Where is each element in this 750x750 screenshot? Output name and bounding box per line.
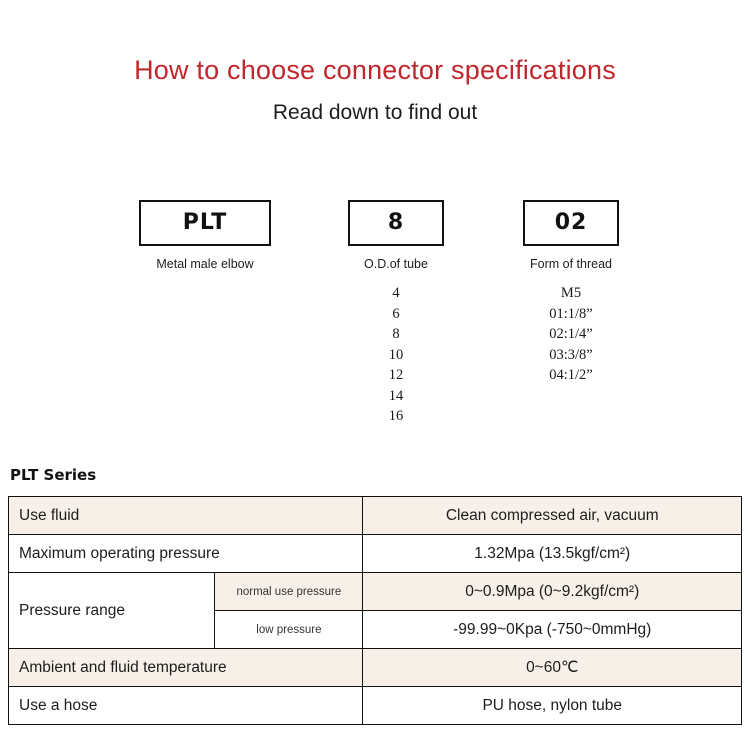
code-value-item: 10 <box>388 346 404 363</box>
code-values-thread-form: M5 01:1/8” 02:1/4” 03:3/8” 04:1/2” <box>523 283 619 386</box>
code-values-tube-od: 4 6 8 10 12 14 16 <box>348 283 444 427</box>
series-heading: PLT Series <box>10 466 97 484</box>
code-box-tube-od: 8 <box>348 200 444 246</box>
spec-label-ambient-fluid-temperature: Ambient and fluid temperature <box>7 648 364 687</box>
code-box-series: PLT <box>139 200 271 246</box>
code-column-thread-form: 02 Form of thread M5 01:1/8” 02:1/4” 03:… <box>523 200 619 386</box>
table-row: Pressure range normal use pressure 0~0.9… <box>7 572 742 649</box>
code-value-item: 14 <box>388 387 404 404</box>
page-title: How to choose connector specifications <box>134 55 616 85</box>
code-value-item: 03:3/8” <box>549 346 593 363</box>
code-caption-thread-form: Form of thread <box>530 257 612 271</box>
code-value-item: 01:1/8” <box>549 305 593 322</box>
table-row: Maximum operating pressure 1.32Mpa (13.5… <box>7 534 742 573</box>
code-value-item: 4 <box>392 285 400 301</box>
code-diagram: PLT Metal male elbow 8 O.D.of tube 4 6 8… <box>0 200 750 450</box>
code-box-thread-form-value: 02 <box>554 210 588 235</box>
spec-label-use-fluid: Use fluid <box>7 496 364 535</box>
code-value-item: 02:1/4” <box>549 326 593 342</box>
spec-label-pressure-range: Pressure range <box>7 572 216 649</box>
table-row: Ambient and fluid temperature 0~60℃ <box>7 648 742 687</box>
code-value-item: 16 <box>388 408 404 424</box>
spec-value-use-fluid: Clean compressed air, vacuum <box>362 496 742 535</box>
code-box-series-value: PLT <box>182 210 228 235</box>
code-box-thread-form: 02 <box>523 200 619 246</box>
spec-value-ambient-fluid-temperature: 0~60℃ <box>362 648 742 687</box>
code-caption-tube-od: O.D.of tube <box>364 257 428 271</box>
code-column-series: PLT Metal male elbow <box>139 200 271 283</box>
spec-table: Use fluid Clean compressed air, vacuum M… <box>7 496 742 725</box>
spec-sublabel-normal-use-pressure: normal use pressure <box>214 572 364 611</box>
table-row: low pressure -99.99~0Kpa (-750~0mmHg) <box>9 610 742 649</box>
spec-label-use-a-hose: Use a hose <box>7 686 364 725</box>
table-row: Use a hose PU hose, nylon tube <box>7 686 742 725</box>
code-value-item: 6 <box>392 305 400 322</box>
spec-value-use-a-hose: PU hose, nylon tube <box>362 686 742 725</box>
page-subtitle: Read down to find out <box>272 101 478 124</box>
code-value-item: 12 <box>388 367 404 383</box>
spec-value-low-pressure: -99.99~0Kpa (-750~0mmHg) <box>362 610 742 649</box>
code-value-item: M5 <box>560 285 582 301</box>
code-value-item: 04:1/2” <box>549 367 593 383</box>
spec-sublabel-low-pressure: low pressure <box>214 610 364 649</box>
spec-label-max-operating-pressure: Maximum operating pressure <box>7 534 364 573</box>
table-row: Use fluid Clean compressed air, vacuum <box>7 496 742 535</box>
code-caption-series: Metal male elbow <box>156 257 254 271</box>
code-column-tube-od: 8 O.D.of tube 4 6 8 10 12 14 16 <box>348 200 444 427</box>
code-box-tube-od-value: 8 <box>387 210 405 235</box>
spec-value-max-operating-pressure: 1.32Mpa (13.5kgf/cm²) <box>362 534 742 573</box>
code-value-item: 8 <box>392 326 400 342</box>
spec-value-normal-use-pressure: 0~0.9Mpa (0~9.2kgf/cm²) <box>362 572 742 611</box>
